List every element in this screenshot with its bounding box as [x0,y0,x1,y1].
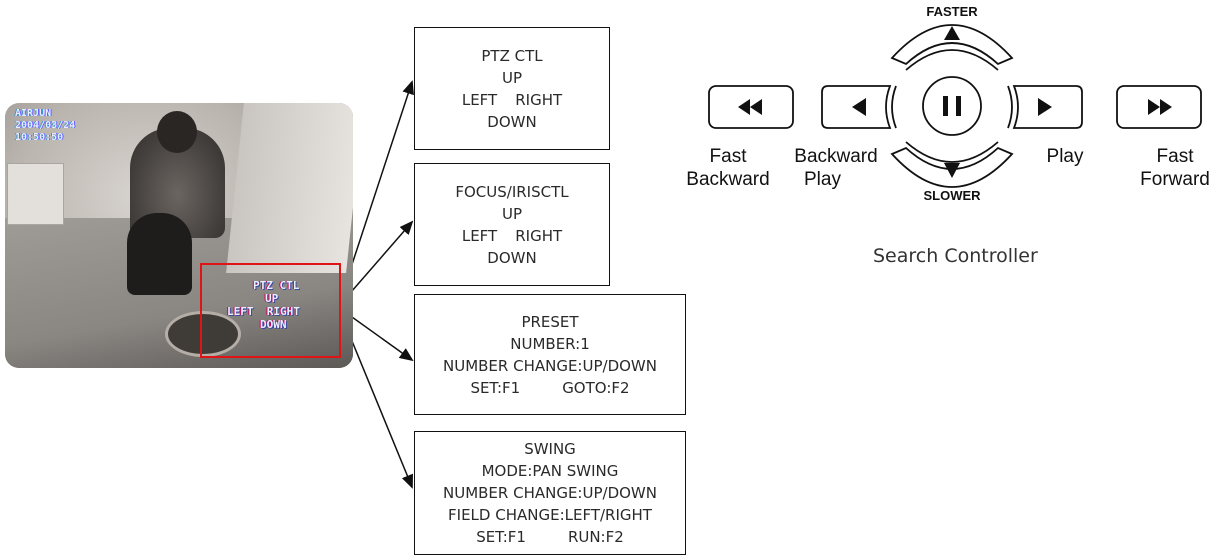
camera-osd-ptz-title: PTZ CTL [253,279,300,292]
preset-number: NUMBER:1 [510,334,590,353]
backward-play-label: Backward Play [792,145,880,191]
focus-up: UP [501,204,523,223]
fast-forward-label-line1: Fast [1156,146,1194,167]
ptz-down: DOWN [487,112,537,131]
faster-label: FASTER [926,4,978,19]
swing-mode: MODE:PAN SWING [481,462,619,480]
focus-down: DOWN [487,248,537,267]
slower-button[interactable] [890,141,1014,188]
camera-picture: AIRJUN 2004/03/24 10:50:50 PTZ CTL UP LE… [5,103,353,368]
ptz-title: PTZ CTL [481,46,543,65]
ptz-control-menu: PTZ CTL UP LEFT RIGHT DOWN [414,27,610,150]
fast-forward-label: Fast Forward [1140,145,1210,191]
backward-play-icon [852,98,866,116]
ptz-right: RIGHT [515,90,563,109]
pause-icon [943,96,961,116]
swing-field-change: FIELD CHANGE:LEFT/RIGHT [448,506,652,524]
paper-box [7,163,64,225]
partition-wall [226,103,353,273]
swing-title: SWING [524,440,576,458]
focus-title: FOCUS/IRISCTL [455,182,569,201]
fast-backward-label-line1: Fast [709,146,747,167]
swing-menu: SWING MODE:PAN SWING NUMBER CHANGE:UP/DO… [414,431,686,555]
backward-play-button[interactable] [821,85,897,129]
focus-iris-control-menu: FOCUS/IRISCTL UP LEFT RIGHT DOWN [414,163,610,286]
faster-icon [944,26,960,40]
focus-left: LEFT [461,226,498,245]
fast-forward-button[interactable] [1116,85,1202,129]
backward-play-label-line2: Play [804,169,841,190]
camera-osd-timestamp: AIRJUN 2004/03/24 10:50:50 [15,108,76,143]
play-button[interactable] [1007,85,1083,129]
ptz-up: UP [501,68,523,87]
controller-graphic [708,24,1202,188]
play-label: Play [1046,146,1084,167]
backward-play-label-line1: Backward [794,146,878,167]
fast-forward-label-line2: Forward [1140,169,1210,190]
preset-goto: GOTO:F2 [562,378,630,397]
preset-set: SET:F1 [470,378,521,397]
camera-osd-up: UP [265,292,279,305]
camera-osd-down: DOWN [260,318,287,331]
fast-backward-label-line2: Backward [686,169,770,190]
person-head [157,111,197,153]
camera-osd-left-right: LEFT RIGHT [227,305,300,318]
preset-number-change: NUMBER CHANGE:UP/DOWN [443,356,657,375]
search-controller-caption: Search Controller [873,245,1038,267]
faster-button[interactable] [890,24,1014,71]
trash-bin [127,213,192,295]
pause-button[interactable] [922,76,982,136]
fast-backward-icon [738,99,762,115]
fast-forward-icon [1148,99,1172,115]
osd-highlight-box [200,263,341,358]
slower-label: SLOWER [923,188,981,203]
swing-set: SET:F1 [476,528,526,546]
focus-right: RIGHT [515,226,563,245]
fast-backward-label: Fast Backward [686,145,770,191]
ptz-left: LEFT [461,90,498,109]
preset-title: PRESET [521,312,579,331]
swing-number-change: NUMBER CHANGE:UP/DOWN [443,484,657,502]
preset-menu: PRESET NUMBER:1 NUMBER CHANGE:UP/DOWN SE… [414,294,686,415]
swing-run: RUN:F2 [567,528,624,546]
search-controller: FASTER SLOWER Fast Backward Backward Pla… [680,0,1215,280]
play-icon [1038,98,1052,116]
fast-backward-button[interactable] [708,85,794,129]
bowl [165,311,241,357]
slower-icon [944,163,960,178]
